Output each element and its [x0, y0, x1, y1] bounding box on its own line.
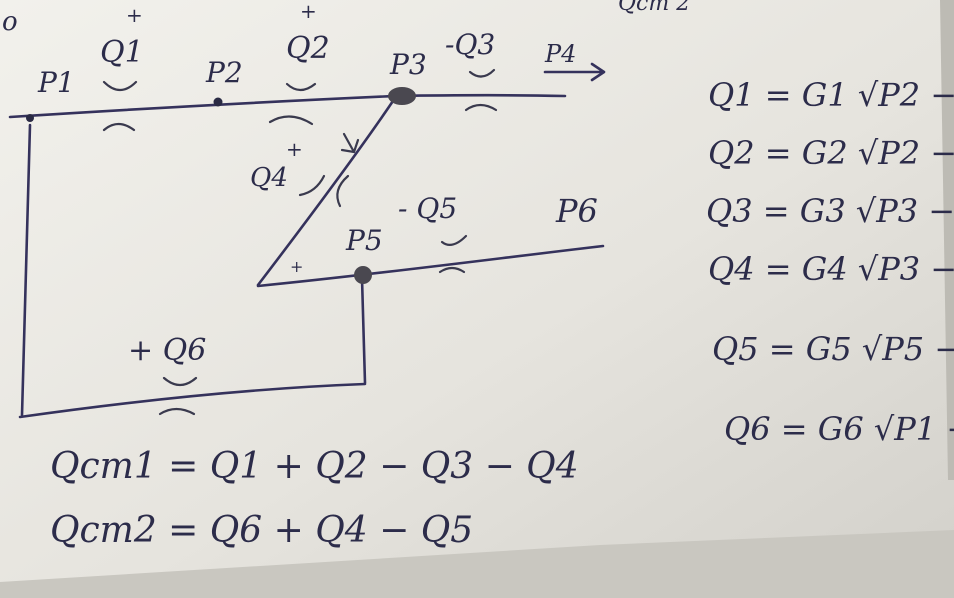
q3-return-mark — [464, 103, 498, 112]
q5-return-mark — [438, 266, 466, 274]
q5-flow-mark — [440, 234, 468, 247]
q2-return-mark — [268, 115, 314, 126]
balance-equations: Qcm1 = Q1 + Q2 − Q3 − Q4 Qcm2 = Q6 + Q4 … — [50, 446, 579, 551]
label-p3: P3 — [389, 48, 427, 81]
label-q1: Q1 — [100, 35, 144, 70]
q6-return-mark — [158, 407, 196, 416]
q1-return-mark — [102, 122, 136, 132]
label-q1-sign: + — [126, 3, 143, 27]
pipe-left-vertical — [20, 123, 32, 417]
top-right-scrap: Qcm 2 — [618, 0, 690, 16]
equation-q4: Q4 = G4 √P3 − P5 — [708, 250, 954, 288]
label-p5: P5 — [345, 224, 383, 257]
equation-q5: Q5 = G5 √P5 − P6 — [712, 330, 954, 368]
equation-node2: Qcm2 = Q6 + Q4 − Q5 — [50, 510, 473, 551]
flow-equations: Q1 = G1 √P2 − P2 Q2 = G2 √P2 − P3 Q3 = G… — [706, 76, 954, 448]
q4-curl-mark — [336, 174, 350, 208]
q2-flow-mark — [285, 82, 317, 92]
node-p3 — [388, 87, 416, 105]
pipe-top-main — [8, 93, 567, 119]
label-q6: + Q6 — [128, 333, 206, 368]
equation-q1: Q1 = G1 √P2 − P2 — [708, 76, 954, 114]
label-p1: P1 — [37, 66, 75, 99]
node-p1 — [26, 114, 34, 122]
equation-q3: Q3 = G3 √P3 − P4 — [706, 192, 954, 230]
label-p6: P6 — [555, 192, 598, 230]
node-p2 — [213, 97, 223, 107]
q1-flow-mark — [102, 80, 138, 92]
label-q2: Q2 — [286, 31, 330, 66]
q4-arrow-mark — [340, 132, 360, 154]
page-edge — [940, 0, 954, 480]
pipe-bottom — [18, 382, 367, 419]
outflow-arrow — [543, 62, 606, 82]
pipe-lower — [256, 244, 605, 288]
label-q3: -Q3 — [445, 28, 495, 61]
label-q4-sign: + — [286, 137, 303, 161]
equation-q2: Q2 = G2 √P2 − P3 — [708, 134, 954, 172]
pipe-right-vertical — [360, 276, 367, 385]
label-small-plus: + — [290, 257, 303, 276]
equation-q6: Q6 = G6 √P1 − P5 — [724, 410, 954, 448]
label-p2: P2 — [205, 56, 243, 89]
q6-flow-mark — [162, 376, 198, 387]
label-q4: Q4 — [250, 163, 288, 193]
label-q5: - Q5 — [398, 192, 457, 225]
pipe-network-diagram — [8, 62, 606, 419]
q4-flow-mark — [298, 174, 326, 197]
label-p4: P4 — [544, 40, 576, 68]
node-p5 — [354, 266, 372, 284]
pipe-diagonal — [256, 96, 397, 287]
equation-node1: Qcm1 = Q1 + Q2 − Q3 − Q4 — [50, 446, 579, 487]
label-q2-sign: + — [300, 0, 317, 23]
top-left-scrap: o — [2, 7, 18, 37]
lower-paper-fold — [0, 530, 954, 598]
q3-flow-mark — [468, 68, 496, 78]
